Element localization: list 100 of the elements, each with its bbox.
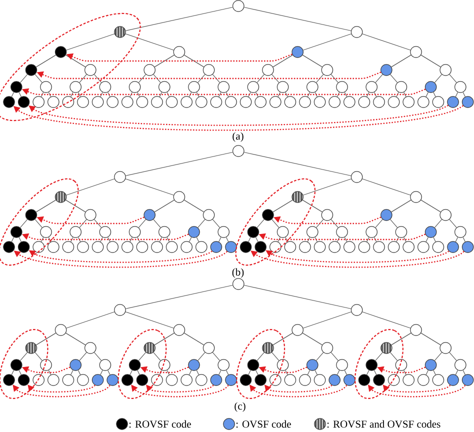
tree-node (62, 241, 74, 253)
tree-branch (396, 236, 399, 242)
tree-branch (314, 92, 318, 97)
tree-node (32, 374, 44, 386)
tree-branch (100, 370, 103, 375)
tree-branch (196, 92, 200, 97)
tree-branch (272, 74, 280, 83)
tree-node (99, 226, 112, 238)
tree-node (254, 241, 266, 253)
tree-branch (226, 370, 229, 375)
tree-branch (434, 74, 442, 83)
tree-branch (125, 152, 233, 176)
tree-node (122, 96, 134, 108)
tree-node (48, 374, 60, 386)
tree-node (314, 374, 326, 386)
tree-node (410, 46, 422, 58)
tree-branch (226, 92, 229, 97)
tree-node (48, 96, 60, 108)
tree-node (136, 374, 148, 386)
tree-branch (374, 370, 377, 375)
tree-branch (374, 92, 377, 97)
tree-node (173, 324, 186, 336)
tree-branch (154, 54, 174, 68)
tree-branch (66, 332, 86, 346)
tree-branch (420, 200, 441, 212)
tree-node (225, 374, 237, 386)
tree-node (84, 342, 96, 354)
tree-node (151, 96, 163, 108)
tree-branch (316, 352, 324, 361)
tree-node (424, 226, 437, 238)
tree-node (373, 374, 385, 386)
striped-tree-node (54, 191, 67, 203)
tree-node (292, 324, 304, 336)
tree-branch (404, 370, 406, 375)
tree-branch (449, 219, 457, 228)
tree-node (358, 96, 370, 108)
tree-node (128, 226, 141, 238)
tree-branch (166, 370, 170, 375)
tree-node (410, 324, 422, 336)
tree-node (92, 241, 104, 253)
tree-branch (125, 178, 174, 196)
tree-branch (316, 74, 324, 83)
tree-node (84, 209, 96, 221)
tree-node (218, 81, 230, 93)
tree-node (432, 96, 444, 108)
tree-node (395, 359, 408, 371)
tree-branch (316, 219, 324, 228)
tree-node (166, 96, 178, 108)
tree-node (350, 171, 363, 183)
tree-branch (70, 370, 74, 375)
tree-node (247, 359, 260, 371)
dotted-arrow (250, 384, 348, 398)
tree-branch (256, 74, 264, 83)
tree-branch (362, 178, 411, 196)
tree-node (344, 241, 356, 253)
tree-branch (426, 236, 428, 242)
tree-branch (244, 284, 352, 310)
tree-branch (285, 236, 288, 242)
tree-node (173, 46, 186, 58)
tree-branch (285, 92, 288, 97)
panel-label: (a) (232, 132, 244, 142)
tree-node (18, 241, 30, 253)
tree-branch (100, 92, 103, 97)
tree-branch (434, 352, 442, 361)
tree-branch (366, 370, 370, 375)
tree-branch (434, 219, 442, 228)
striped-tree-node (262, 342, 274, 354)
tree-branch (48, 370, 52, 375)
tree-branch (396, 370, 399, 375)
tree-node (99, 359, 112, 371)
tree-node (358, 374, 370, 386)
tree-branch (40, 236, 44, 242)
tree-branch (66, 54, 86, 68)
tree-branch (336, 92, 340, 97)
tree-node (70, 81, 82, 93)
tree-node (3, 374, 15, 386)
tree-node (114, 171, 126, 183)
tree-node (10, 359, 22, 371)
tree-node (432, 374, 444, 386)
tree-node (40, 359, 52, 371)
tree-branch (226, 236, 229, 242)
tree-branch (94, 352, 102, 361)
striped-tree-node (144, 342, 156, 354)
tree-branch (256, 219, 264, 228)
tree-branch (256, 92, 258, 97)
tree-node (122, 241, 134, 253)
tree-branch (433, 92, 436, 97)
tree-node (202, 64, 215, 76)
tree-node (388, 241, 400, 253)
tree-node (18, 374, 30, 386)
tree-branch (455, 92, 458, 97)
tree-branch (94, 74, 102, 83)
tree-node (462, 96, 474, 108)
tree-branch (130, 370, 132, 375)
tree-branch (218, 236, 222, 242)
tree-branch (278, 236, 280, 242)
tree-branch (336, 370, 340, 375)
dotted-arrow (12, 384, 110, 398)
tree-branch (78, 236, 81, 242)
tree-node (432, 241, 444, 253)
